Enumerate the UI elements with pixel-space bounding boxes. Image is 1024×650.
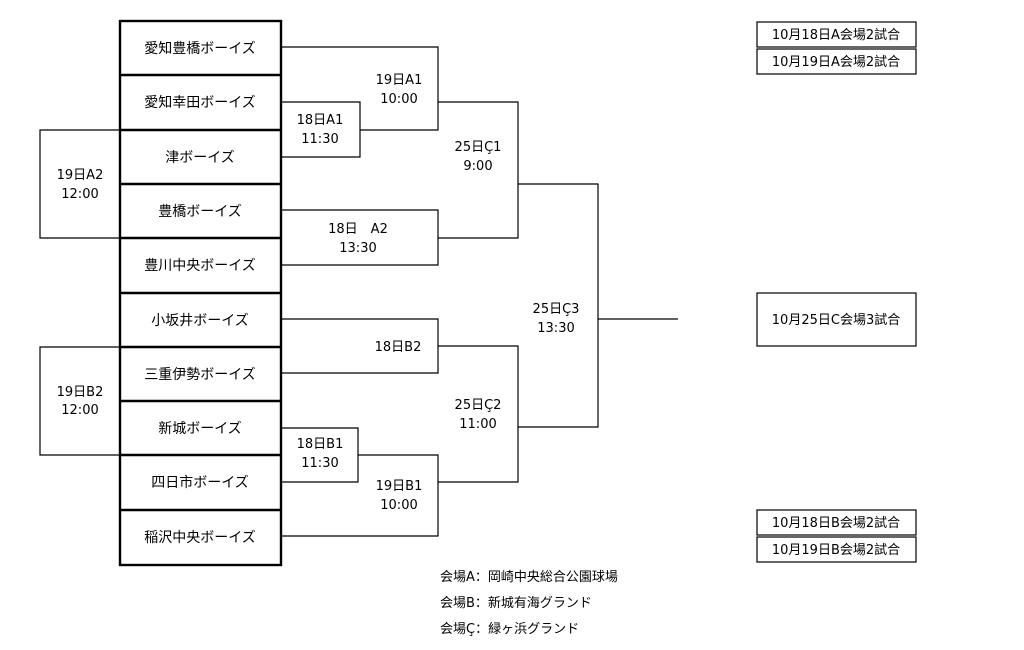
match-date: 25日Ç1 bbox=[455, 140, 502, 155]
match-date: 19日B1 bbox=[376, 479, 423, 494]
match-label-18b2: 18日B2 bbox=[375, 340, 422, 355]
schedule-text-c-day25: 10月25日C会場3試合 bbox=[772, 312, 900, 328]
bracket-line-19b1 bbox=[282, 454, 439, 537]
match-time: 9:00 bbox=[463, 159, 492, 174]
team-name: 豊川中央ボーイズ bbox=[144, 258, 256, 274]
match-date: 19日A2 bbox=[57, 168, 104, 183]
schedule-box-b-day19 bbox=[756, 536, 917, 563]
schedule-text-a-day18: 10月18日A会場2試合 bbox=[772, 27, 900, 43]
match-date: 18日 A2 bbox=[328, 222, 388, 237]
bracket-line-19a2 bbox=[39, 129, 120, 239]
match-label-19b2: 19日B2 12:00 bbox=[57, 385, 104, 418]
team-name: 愛知豊橋ボーイズ bbox=[144, 40, 256, 57]
match-date: 18日B2 bbox=[375, 340, 422, 355]
match-label-25c3: 25日Ç3 13:30 bbox=[533, 302, 580, 336]
team-name: 愛知幸田ボーイズ bbox=[144, 94, 256, 111]
match-label-25c2: 25日Ç2 11:00 bbox=[455, 398, 502, 432]
match-time: 11:30 bbox=[301, 456, 338, 471]
team-name: 新城ボーイズ bbox=[158, 421, 242, 437]
match-time: 10:00 bbox=[380, 92, 417, 107]
schedule-box-c-day25 bbox=[756, 292, 917, 347]
bracket-line-25c1 bbox=[438, 101, 519, 239]
team-name: 稲沢中央ボーイズ bbox=[144, 530, 256, 546]
team-name: 津ボーイズ bbox=[165, 150, 235, 166]
match-date: 19日B2 bbox=[57, 385, 104, 400]
match-time: 11:30 bbox=[301, 132, 338, 147]
venue-a: 会場A：岡崎中央総合公園球場 bbox=[440, 570, 618, 585]
match-time: 13:30 bbox=[537, 321, 574, 336]
team-dividers bbox=[120, 73, 281, 512]
schedule-box-a-day18 bbox=[756, 21, 917, 48]
schedule-text-b-day19: 10月19日B会場2試合 bbox=[772, 542, 900, 558]
team-column: 愛知豊橋ボーイズ 愛知幸田ボーイズ 津ボーイズ 豊橋ボーイズ 豊川中央ボーイズ … bbox=[118, 19, 283, 567]
schedule-text-b-day18: 10月18日B会場2試合 bbox=[772, 515, 900, 531]
match-time: 12:00 bbox=[61, 403, 98, 418]
match-time: 13:30 bbox=[339, 241, 376, 256]
match-label-18a1: 18日A1 11:30 bbox=[297, 113, 344, 147]
match-time: 10:00 bbox=[380, 498, 417, 513]
schedule-text-a-day19: 10月19日A会場2試合 bbox=[772, 54, 900, 70]
bracket-line-18a1 bbox=[282, 101, 361, 158]
match-label-19a1: 19日A1 10:00 bbox=[376, 73, 423, 107]
match-date: 25日Ç2 bbox=[455, 398, 502, 413]
match-label-25c1: 25日Ç1 9:00 bbox=[455, 140, 502, 174]
schedule-boxes bbox=[756, 21, 917, 563]
match-time: 11:00 bbox=[459, 417, 496, 432]
match-time: 12:00 bbox=[61, 187, 98, 202]
team-name: 三重伊勢ボーイズ bbox=[144, 367, 256, 383]
match-date: 18日B1 bbox=[297, 437, 344, 452]
team-name: 四日市ボーイズ bbox=[151, 474, 249, 491]
team-name: 小坂井ボーイズ bbox=[151, 313, 249, 329]
venue-c: 会場Ç：緑ヶ浜グランド bbox=[440, 622, 579, 637]
match-label-18b1: 18日B1 11:30 bbox=[297, 437, 344, 471]
match-label-19a2: 19日A2 12:00 bbox=[57, 168, 104, 202]
venue-legend: 会場A：岡崎中央総合公園球場 会場B：新城有海グランド 会場Ç：緑ヶ浜グランド bbox=[440, 570, 618, 637]
bracket-line-19b2 bbox=[39, 346, 120, 456]
bracket-line-25c2 bbox=[438, 345, 519, 483]
match-date: 18日A1 bbox=[297, 113, 344, 128]
team-name: 豊橋ボーイズ bbox=[158, 204, 242, 220]
bracket-lines bbox=[39, 46, 678, 537]
bracket-line-25c3 bbox=[518, 183, 599, 428]
match-date: 19日A1 bbox=[376, 73, 423, 88]
bracket-line-18a2 bbox=[282, 209, 439, 266]
venue-b: 会場B：新城有海グランド bbox=[440, 595, 592, 611]
schedule-box-a-day19 bbox=[756, 48, 917, 75]
match-label-19b1: 19日B1 10:00 bbox=[376, 479, 423, 513]
match-date: 25日Ç3 bbox=[533, 302, 580, 317]
match-label-18a2: 18日 A2 13:30 bbox=[328, 222, 388, 256]
bracket-line-19a1 bbox=[282, 46, 439, 131]
schedule-box-b-day18 bbox=[756, 509, 917, 536]
